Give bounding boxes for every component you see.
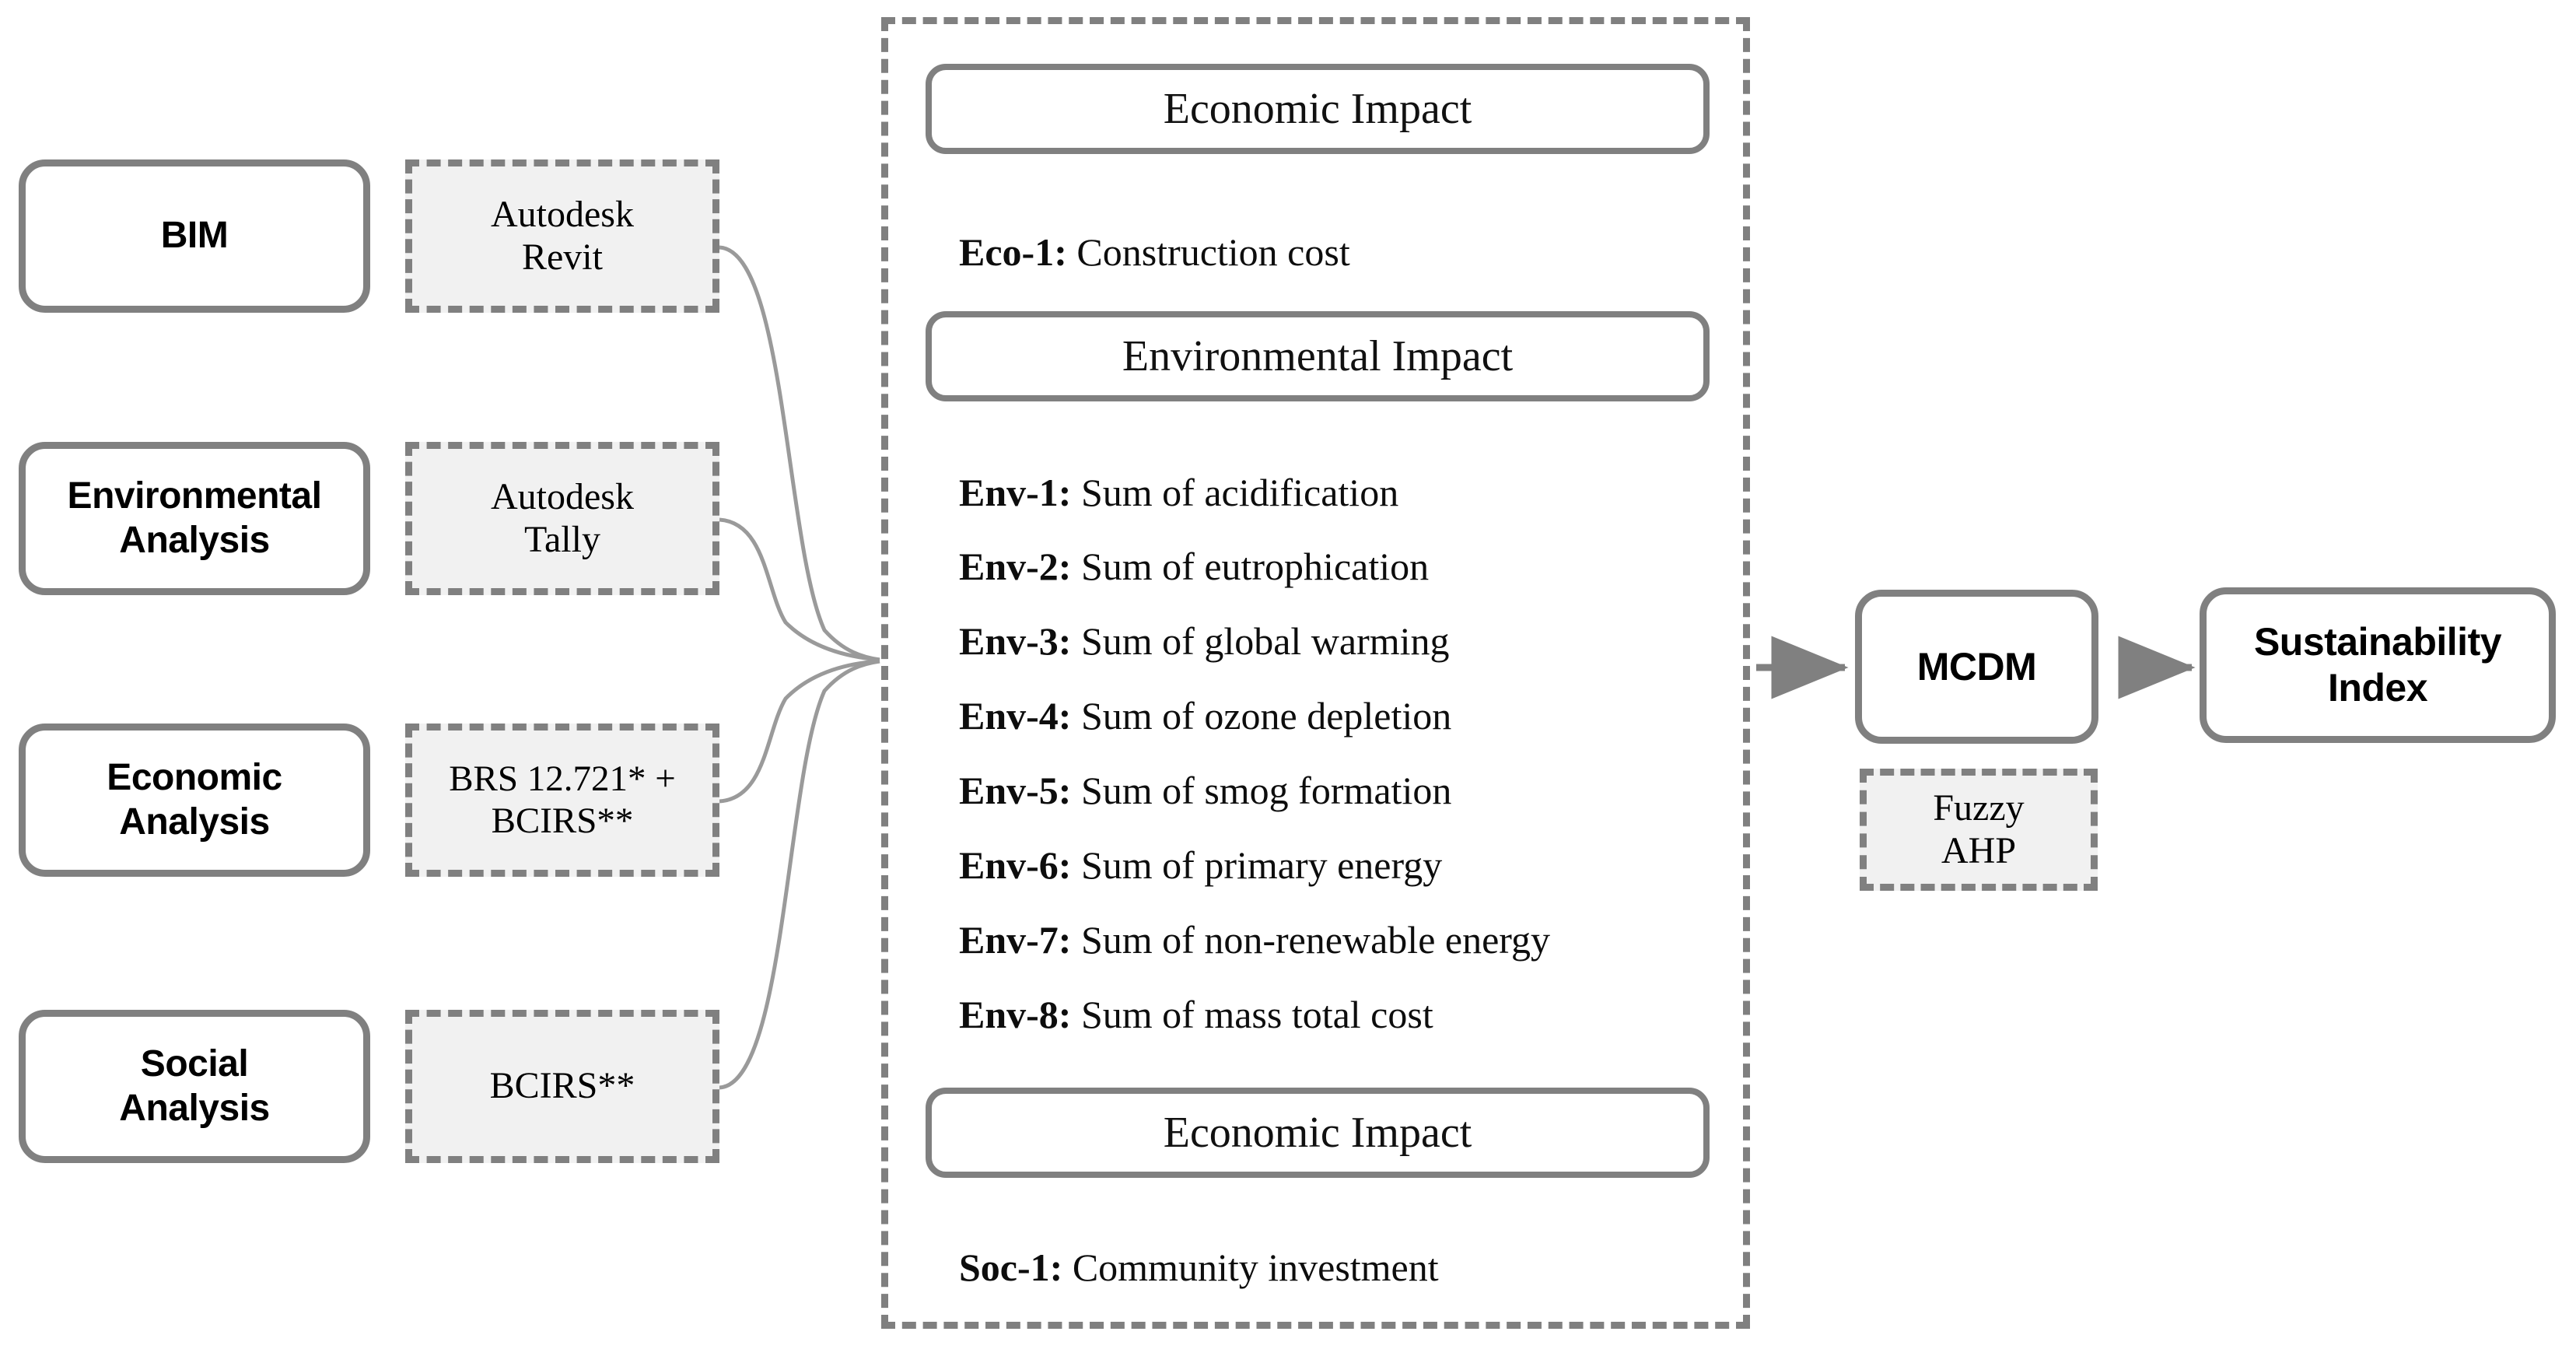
criteria-env-6-code: Env-6: (959, 843, 1072, 887)
criteria-env-8: Env-8: Sum of mass total cost (959, 992, 1433, 1037)
criteria-eco-1-code: Eco-1: (959, 230, 1067, 274)
input-box-social-analysis-label: Social Analysis (119, 1042, 270, 1129)
tool-box-autodesk-revit-label: Autodesk Revit (491, 193, 634, 278)
impact-criteria-panel (881, 17, 1750, 1329)
criteria-env-7-text: Sum of non-renewable energy (1071, 918, 1551, 962)
section-header-environmental-impact-label: Environmental Impact (1122, 332, 1514, 380)
criteria-soc-1-text: Community investment (1062, 1246, 1439, 1289)
criteria-env-2-code: Env-2: (959, 545, 1072, 588)
section-header-social-impact[interactable]: Economic Impact (926, 1088, 1710, 1178)
tool-box-autodesk-tally-label: Autodesk Tally (491, 475, 634, 560)
method-box-fuzzy-ahp-label: Fuzzy AHP (1933, 787, 2025, 871)
criteria-env-1: Env-1: Sum of acidification (959, 470, 1398, 515)
output-box-mcdm[interactable]: MCDM (1855, 590, 2098, 744)
output-box-sustainability-index-label: Sustainability Index (2253, 620, 2502, 710)
criteria-env-5-text: Sum of smog formation (1071, 769, 1452, 812)
section-header-economic-impact-label: Economic Impact (1163, 85, 1472, 133)
criteria-env-6: Env-6: Sum of primary energy (959, 843, 1442, 888)
criteria-env-8-text: Sum of mass total cost (1071, 993, 1433, 1036)
criteria-env-5: Env-5: Sum of smog formation (959, 768, 1451, 813)
section-header-economic-impact[interactable]: Economic Impact (926, 64, 1710, 154)
output-box-mcdm-label: MCDM (1916, 644, 2037, 689)
tool-box-brs-bcirs-label: BRS 12.721* + BCIRS** (449, 758, 676, 841)
criteria-env-7-code: Env-7: (959, 918, 1072, 962)
tool-box-bcirs[interactable]: BCIRS** (405, 1010, 719, 1163)
criteria-env-2-text: Sum of eutrophication (1071, 545, 1430, 588)
criteria-env-5-code: Env-5: (959, 769, 1072, 812)
tool-box-autodesk-revit[interactable]: Autodesk Revit (405, 159, 719, 313)
criteria-eco-1-text: Construction cost (1066, 230, 1350, 274)
criteria-env-1-code: Env-1: (959, 471, 1072, 514)
criteria-soc-1-code: Soc-1: (959, 1246, 1063, 1289)
criteria-soc-1: Soc-1: Community investment (959, 1245, 1439, 1290)
section-header-environmental-impact[interactable]: Environmental Impact (926, 311, 1710, 401)
criteria-env-4-code: Env-4: (959, 694, 1072, 738)
input-box-social-analysis[interactable]: Social Analysis (19, 1010, 370, 1163)
criteria-env-4-text: Sum of ozone depletion (1071, 694, 1452, 738)
input-box-economic-analysis[interactable]: Economic Analysis (19, 724, 370, 877)
tool-box-autodesk-tally[interactable]: Autodesk Tally (405, 442, 719, 595)
criteria-env-3-code: Env-3: (959, 619, 1072, 663)
tool-box-bcirs-label: BCIRS** (489, 1065, 635, 1107)
criteria-env-6-text: Sum of primary energy (1071, 843, 1443, 887)
criteria-env-3: Env-3: Sum of global warming (959, 618, 1450, 664)
curved-connector-icon (719, 245, 880, 1090)
input-box-bim-label: BIM (160, 215, 229, 257)
section-header-social-impact-label: Economic Impact (1163, 1109, 1472, 1157)
criteria-env-1-text: Sum of acidification (1071, 471, 1399, 514)
method-box-fuzzy-ahp[interactable]: Fuzzy AHP (1860, 769, 2098, 891)
criteria-env-2: Env-2: Sum of eutrophication (959, 544, 1429, 589)
input-box-environmental-analysis-label: Environmental Analysis (67, 475, 322, 561)
tool-box-brs-bcirs[interactable]: BRS 12.721* + BCIRS** (405, 724, 719, 877)
criteria-env-8-code: Env-8: (959, 993, 1072, 1036)
criteria-env-4: Env-4: Sum of ozone depletion (959, 693, 1451, 738)
criteria-env-3-text: Sum of global warming (1071, 619, 1450, 663)
input-box-environmental-analysis[interactable]: Environmental Analysis (19, 442, 370, 595)
criteria-env-7: Env-7: Sum of non-renewable energy (959, 917, 1550, 962)
output-box-sustainability-index[interactable]: Sustainability Index (2200, 587, 2556, 743)
input-box-bim[interactable]: BIM (19, 159, 370, 313)
criteria-eco-1: Eco-1: Construction cost (959, 230, 1350, 275)
input-box-economic-analysis-label: Economic Analysis (107, 756, 282, 843)
